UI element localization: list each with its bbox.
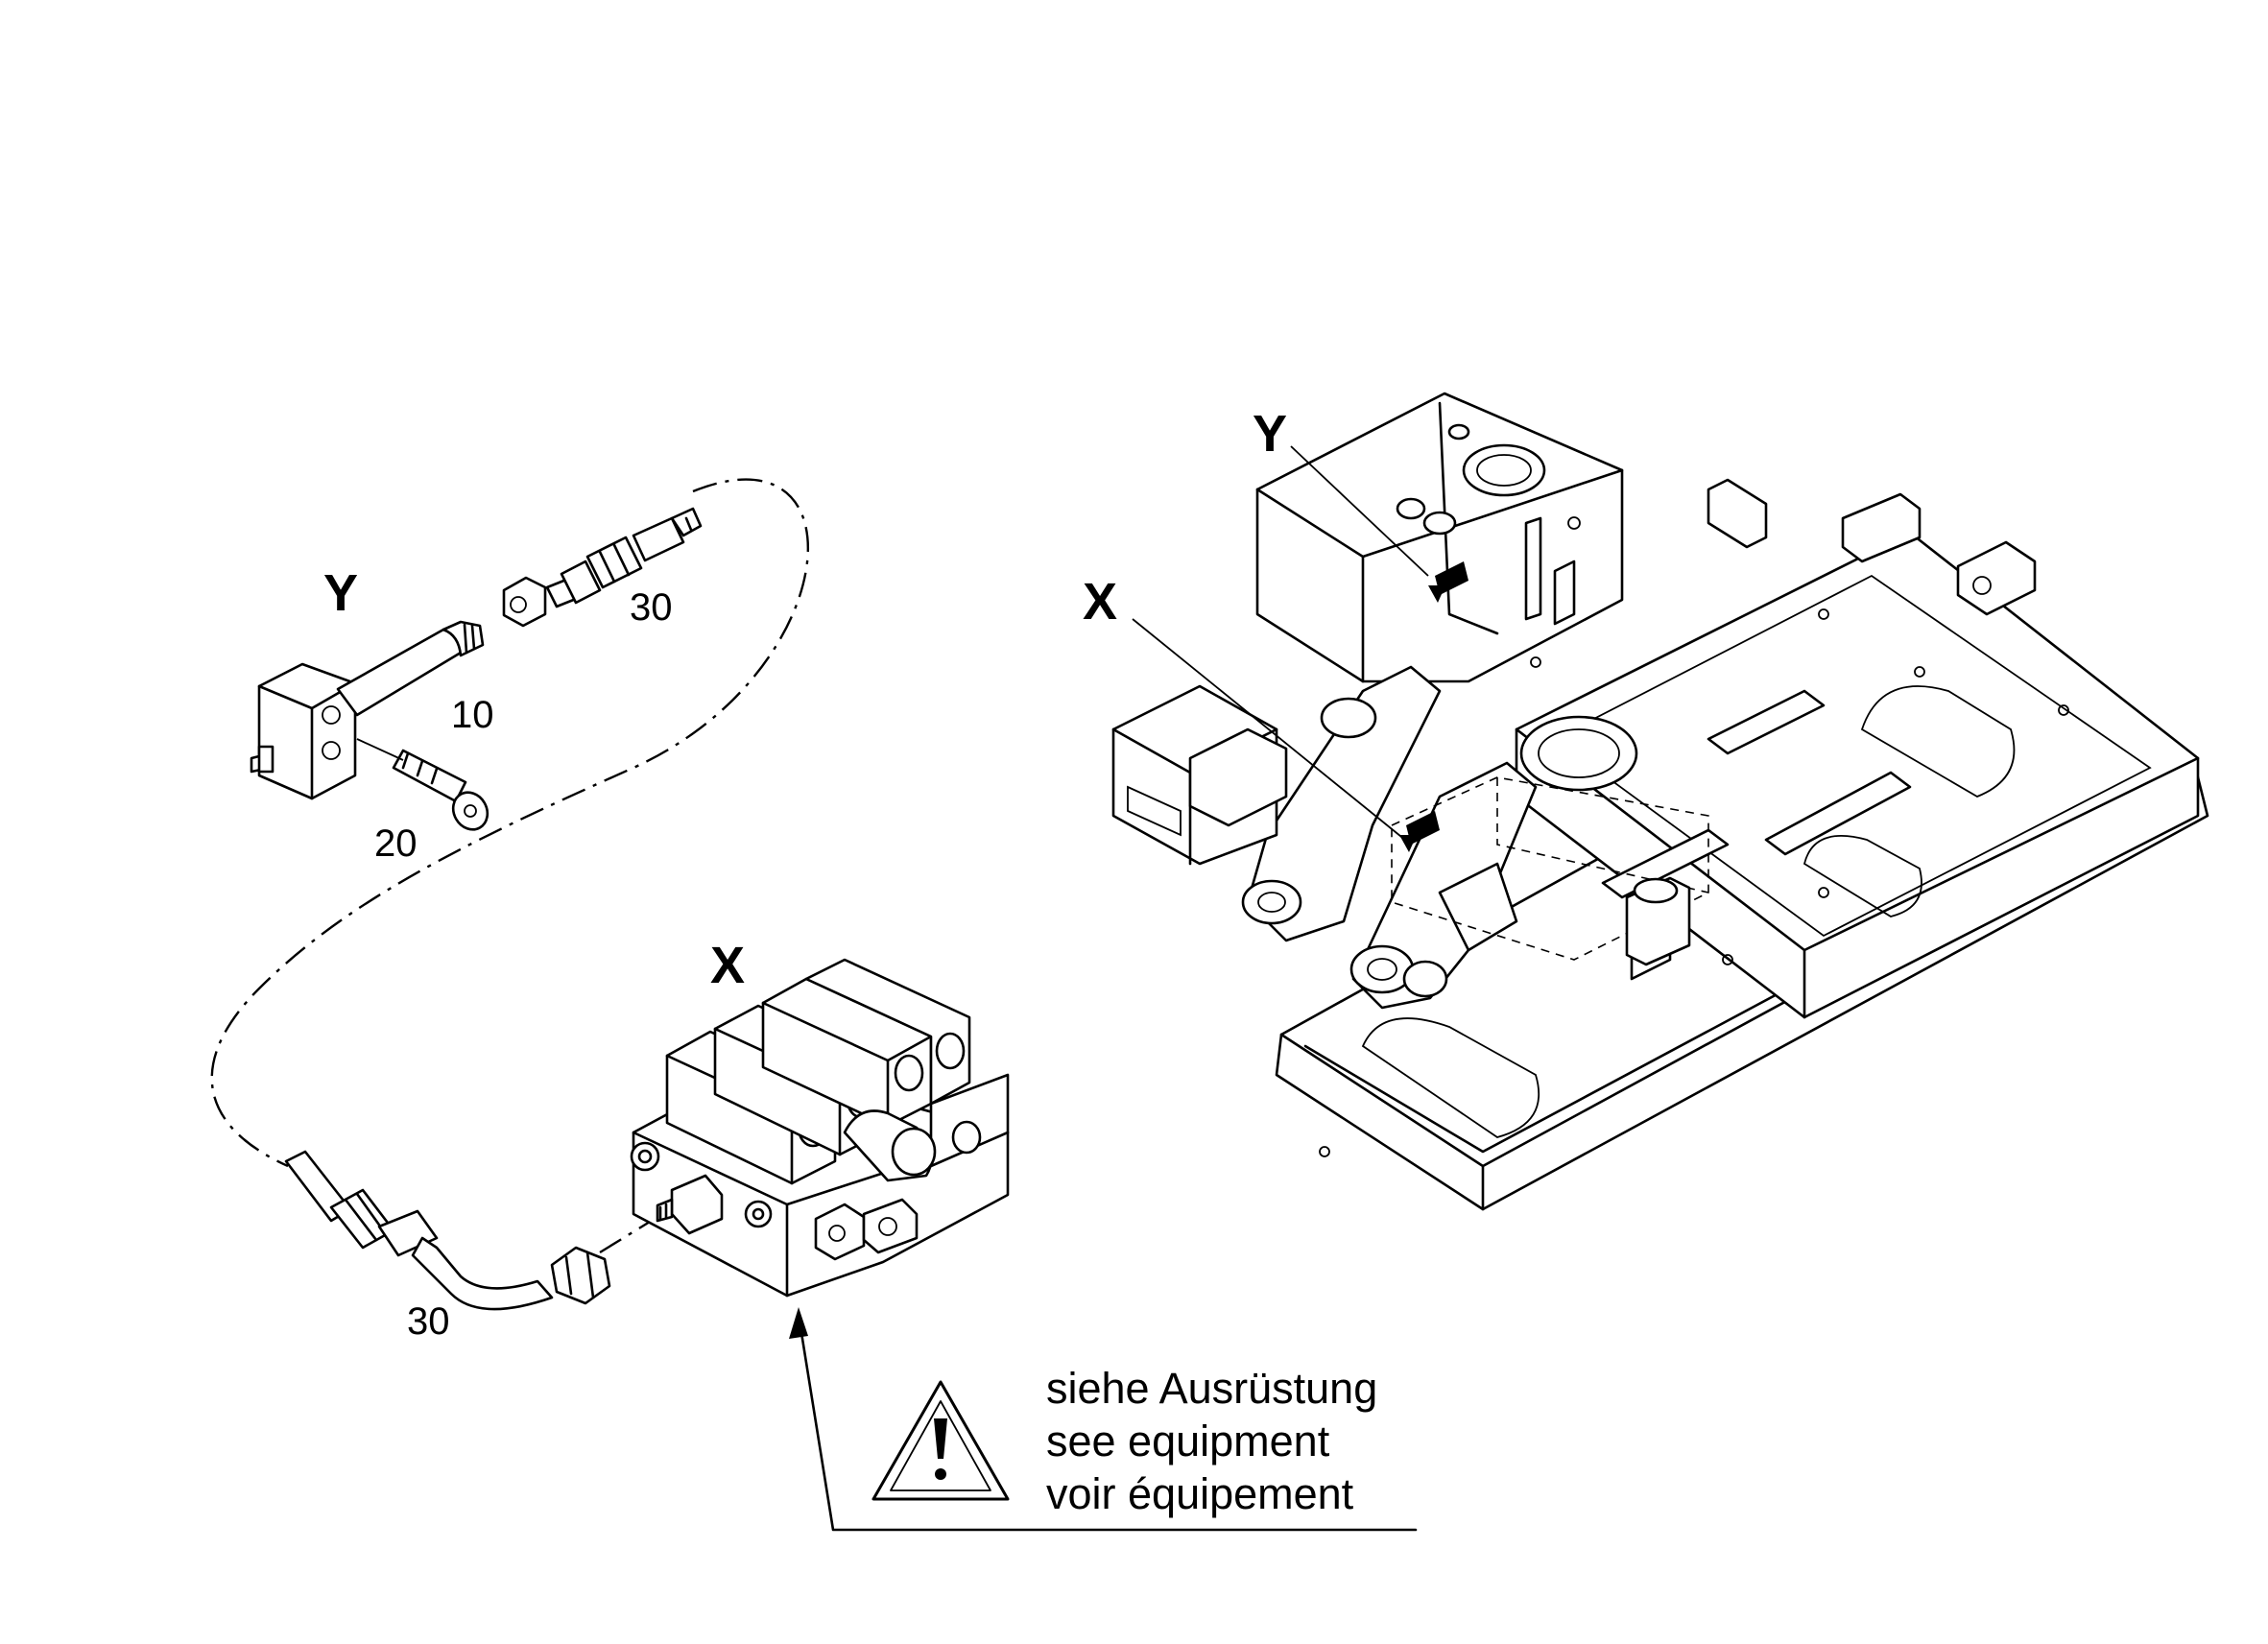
hydraulic-tank <box>1255 392 1624 683</box>
position-30-top-label: 30 <box>630 586 673 629</box>
detail-y-label: Y <box>323 564 358 622</box>
union-nut-bottom <box>550 1246 611 1305</box>
machine-frame <box>1111 392 2209 1211</box>
pipe-fitting-30-top <box>560 560 602 605</box>
leader-y <box>1290 445 1429 577</box>
pipe-route-dashdot <box>210 478 810 1168</box>
note-line-2: see equipment <box>1046 1417 1330 1465</box>
mounting-block <box>257 662 357 800</box>
position-10-label: 10 <box>451 694 494 736</box>
note-line-1: siehe Ausrüstung <box>1046 1364 1377 1413</box>
note-leader <box>789 1307 1418 1532</box>
position-30-bottom-label: 30 <box>407 1300 450 1343</box>
leader-x <box>1132 618 1412 846</box>
detail-x-valve-block <box>630 958 1010 1298</box>
frame-y-callout: Y <box>1253 405 1287 463</box>
detail-x-label: X <box>710 937 745 994</box>
pipe-30-bottom <box>284 1150 611 1311</box>
frame-x-callout: X <box>1083 573 1117 631</box>
detail-y-assembly <box>250 507 703 831</box>
note-line-3: voir équipement <box>1046 1469 1354 1518</box>
warning-triangle-icon <box>871 1380 1010 1501</box>
pressure-sensor-10 <box>336 628 463 717</box>
position-20-label: 20 <box>374 822 418 865</box>
swing-ring <box>1519 715 1638 792</box>
cap-screw-20 <box>392 749 467 803</box>
